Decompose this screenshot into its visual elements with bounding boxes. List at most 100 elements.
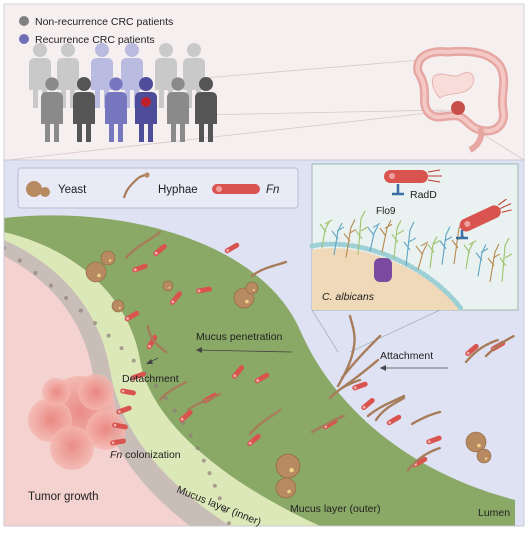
hypha <box>250 260 288 278</box>
fn-bacterium <box>110 438 126 446</box>
fn-colonization-label: Fn colonization <box>110 449 181 461</box>
lumen-label: Lumen <box>478 507 510 519</box>
hypha <box>186 392 222 412</box>
perspective-line <box>179 59 421 81</box>
person-icon <box>195 77 217 142</box>
fn-bacterium <box>196 286 212 294</box>
hypha <box>310 414 346 434</box>
person-icon <box>57 43 79 108</box>
cell-nucleus <box>195 446 200 451</box>
fn-bacterium <box>112 422 128 430</box>
fn-bacterium <box>130 371 146 381</box>
microbes <box>85 230 516 499</box>
person-icon <box>73 77 95 142</box>
yeast-cell <box>85 261 107 283</box>
cell-nucleus <box>217 496 222 501</box>
hyphae-tip <box>144 172 150 178</box>
fn-bacterium <box>132 263 148 273</box>
hypha <box>158 380 188 402</box>
hypha <box>124 230 162 260</box>
detachment-label: Detachment <box>122 373 179 385</box>
cell-nucleus <box>78 308 83 313</box>
cell-nucleus <box>17 258 22 263</box>
yeast-cell <box>111 299 125 313</box>
fn-icon <box>212 184 260 194</box>
flo9-protein <box>374 258 392 282</box>
fn-bacterium <box>116 405 132 415</box>
cell-nucleus <box>131 358 136 363</box>
lower-panel-frame <box>3 159 525 527</box>
fn-bacterium <box>386 414 402 426</box>
fn-bacterium <box>179 409 193 423</box>
hyphae-label: Hyphae <box>158 184 198 196</box>
person-icon <box>167 77 189 142</box>
yeast-cell <box>476 448 492 464</box>
tumor-marker <box>141 97 151 107</box>
inset-fn-bacterium <box>384 169 442 196</box>
fn-bacterium <box>426 435 442 445</box>
yeast-cell <box>275 477 297 499</box>
tumor-growth-label: Tumor growth <box>28 491 99 503</box>
adhesion-inset: RadD Flo9 C. albicans <box>309 163 519 313</box>
yeast-cell <box>275 453 301 479</box>
patient-group <box>29 43 217 142</box>
cell-nucleus <box>222 508 227 513</box>
hypha <box>146 324 168 354</box>
hypha <box>340 358 380 390</box>
yeast-cell <box>465 431 487 453</box>
fn-bacterium <box>124 310 140 322</box>
yeast-cell <box>162 280 174 292</box>
cell-nucleus <box>212 483 217 488</box>
cell-nucleus <box>119 346 124 351</box>
hypha <box>484 334 516 358</box>
hypha <box>464 338 500 364</box>
cell-nucleus <box>226 521 231 526</box>
hypha <box>406 446 442 472</box>
mucus-penetration-label: Mucus penetration <box>196 331 283 343</box>
fn-bacterium <box>169 291 183 305</box>
perspective-line <box>199 109 446 116</box>
inset-zoom-line <box>349 309 441 353</box>
fn-bacterium <box>153 243 167 257</box>
person-icon <box>41 77 63 142</box>
fn-bacterium <box>231 365 245 379</box>
cell-nucleus <box>64 296 69 301</box>
person-icon <box>105 77 127 142</box>
yeast-label: Yeast <box>58 184 87 196</box>
yeast-icon <box>26 181 50 197</box>
cell-wall-glycans <box>319 210 513 283</box>
cell-nucleus <box>188 433 193 438</box>
cell-nucleus <box>181 421 186 426</box>
tissue-layer <box>4 256 190 526</box>
organism-legend <box>17 167 299 209</box>
hypha <box>410 410 442 426</box>
cell-nucleus <box>172 408 177 413</box>
hyphae-icon <box>122 173 147 199</box>
cell-nucleus <box>163 396 168 401</box>
cell-nucleus <box>48 283 53 288</box>
cell-nucleus <box>33 271 38 276</box>
hypha <box>248 408 282 436</box>
fn-bacterium <box>361 397 375 411</box>
hypha <box>366 394 406 418</box>
inset-fn-bacterium-2 <box>459 198 512 232</box>
hypha <box>374 396 406 422</box>
mucus-outer-label: Mucus layer (outer) <box>290 503 380 515</box>
fn-bacterium <box>254 372 270 384</box>
fn-bacterium <box>120 388 136 396</box>
zoom-line <box>7 109 456 161</box>
cell-nucleus <box>153 383 158 388</box>
tumor-site <box>451 101 465 115</box>
colon-illustration <box>413 46 509 153</box>
flo9-label: Flo9 <box>376 206 396 217</box>
attachment-label: Attachment <box>380 350 433 362</box>
hypha <box>340 334 382 380</box>
fn-italic: Fn <box>110 449 122 461</box>
cell-nucleus <box>106 333 111 338</box>
radd-label: RadD <box>410 189 437 201</box>
yeast-cell <box>100 250 116 266</box>
fn-bacterium <box>146 334 158 350</box>
fn-bacterium <box>465 343 479 357</box>
